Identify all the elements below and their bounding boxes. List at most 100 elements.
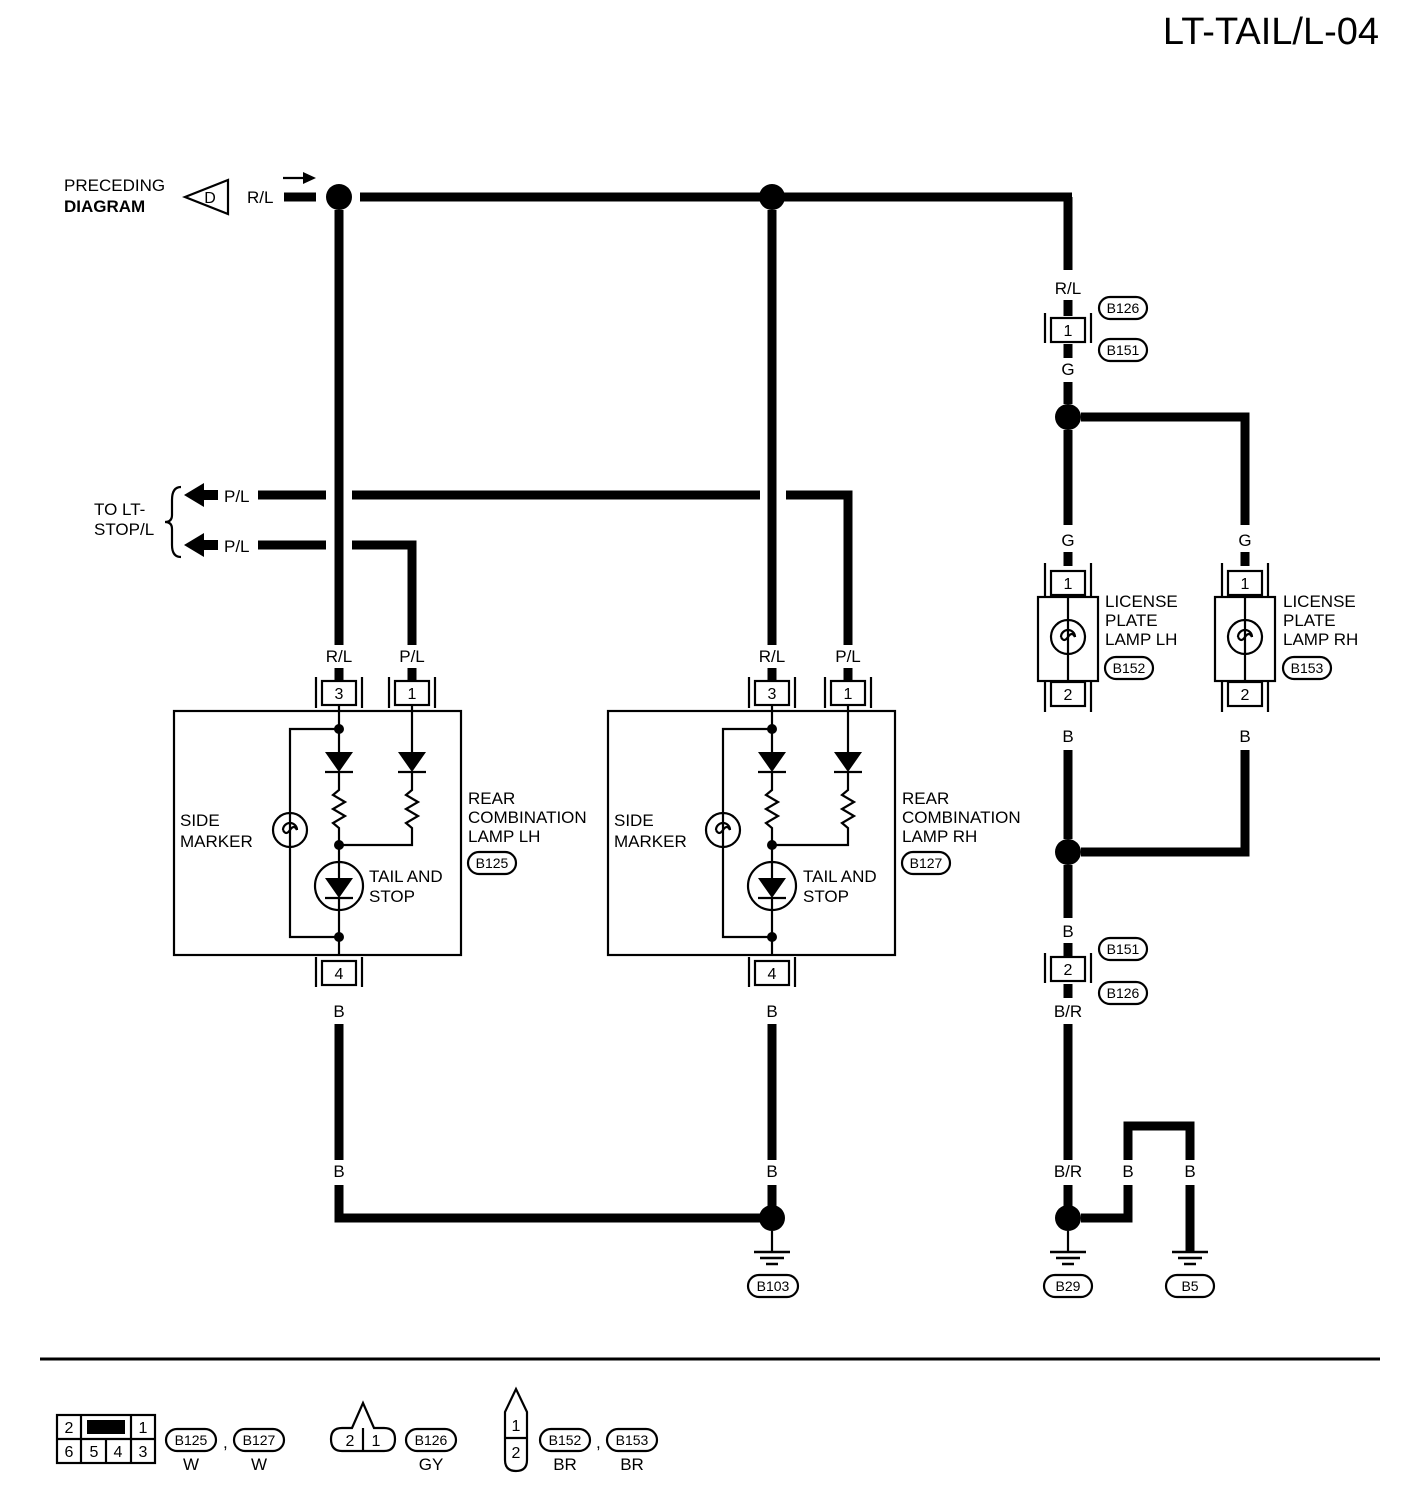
license-plate-branch: R/L 1 B126 B151 G G 1 2 B LICENSE PLATE … [1036, 279, 1358, 1206]
pin-number: 4 [768, 966, 777, 983]
side-marker-label-2: MARKER [180, 832, 253, 851]
side-marker-bulb-icon [704, 811, 742, 849]
to-stop-label-2: STOP/L [94, 520, 154, 539]
pin-number: 2 [1064, 687, 1073, 704]
connector-legend: 2 1 6 5 4 3 B125 , B127 W W 2 1 B126 GY … [55, 1386, 659, 1474]
preceding-label-1: PRECEDING [64, 176, 165, 195]
wire-label-preceding: R/L [247, 188, 273, 207]
wire-label: B [1062, 727, 1073, 746]
connector-id: B151 [1107, 342, 1140, 358]
pin-number: 2 [1064, 962, 1073, 979]
wire-label-pl-2: P/L [224, 537, 250, 556]
pin-number: 1 [408, 686, 417, 703]
connector-color: W [183, 1455, 199, 1474]
lamp-housing [172, 709, 463, 957]
pin-number: 2 [346, 1433, 355, 1450]
wire-label: B [766, 1162, 777, 1181]
lamp-name-3: LAMP LH [468, 827, 540, 846]
tail-stop-label-1: TAIL AND [803, 867, 877, 886]
splice-point [759, 184, 785, 210]
wire-label: R/L [1055, 279, 1081, 298]
tail-stop-label-2: STOP [803, 887, 849, 906]
arrow-left-icon [184, 483, 204, 507]
plate-lamp-name-1: LICENSE [1105, 592, 1178, 611]
wire-label: P/L [399, 647, 425, 666]
side-marker-bulb-icon [271, 811, 309, 849]
top-power-wire [284, 184, 1073, 270]
bulb-icon [1049, 618, 1087, 656]
diode-icon [325, 752, 353, 772]
connector-id: B127 [910, 855, 943, 871]
pin-number: 3 [335, 686, 344, 703]
wire-label: R/L [326, 647, 352, 666]
connector-d-icon [182, 178, 230, 216]
pin-number: 2 [1241, 687, 1250, 704]
side-marker-label-2: MARKER [614, 832, 687, 851]
connector-id-badge [466, 850, 518, 876]
bulb-icon [1226, 618, 1264, 656]
wire-label: P/L [835, 647, 861, 666]
to-stop-ref: TO LT- STOP/L P/L P/L [94, 483, 250, 559]
side-marker-label-1: SIDE [614, 811, 654, 830]
ground-id: B103 [757, 1278, 790, 1294]
pin-number: 1 [1064, 323, 1073, 340]
splice-point [326, 184, 352, 210]
splice-point [1055, 404, 1081, 430]
lamp-name-1: REAR [902, 789, 949, 808]
connector-id: B127 [243, 1432, 276, 1448]
arrow-left-icon [184, 533, 204, 557]
pin-number: 1 [844, 686, 853, 703]
pin-number: 1 [512, 1418, 521, 1435]
wire-label: B [766, 1002, 777, 1021]
wire-label-pl-1: P/L [224, 487, 250, 506]
diode-icon [398, 752, 426, 772]
connector-id-badge [900, 850, 952, 876]
wire-label: B [1239, 727, 1250, 746]
splice-point [1055, 839, 1081, 865]
pin-number: 5 [90, 1444, 99, 1461]
pin-number: 1 [372, 1433, 381, 1450]
lamp-name-1: REAR [468, 789, 515, 808]
wire-label: B [1184, 1162, 1195, 1181]
wire-label: B [1062, 922, 1073, 941]
rear-combination-lamp-rh: R/L P/L 3 1 SIDE MARKER TAIL AND [606, 647, 1021, 1206]
stop-signal-wires [258, 490, 853, 645]
pin-number: 2 [65, 1420, 74, 1437]
wire-label: G [1238, 531, 1251, 550]
ground-b103: B103 [746, 1205, 800, 1299]
connector-id: B153 [1291, 660, 1324, 676]
plate-lamp-name-2: PLATE [1283, 611, 1336, 630]
connector-id: B153 [616, 1432, 649, 1448]
connector-id: B152 [549, 1432, 582, 1448]
plate-lamp-name-1: LICENSE [1283, 592, 1356, 611]
preceding-diagram-ref: PRECEDING DIAGRAM D R/L [64, 172, 316, 216]
plate-lamp-name-3: LAMP RH [1283, 630, 1358, 649]
rear-combination-lamp-lh: R/L P/L 3 1 SIDE MARKER TAIL AND [172, 647, 760, 1223]
pin-number: 2 [512, 1445, 521, 1462]
resistor-icon [763, 772, 781, 845]
connector-2pin-icon [329, 1400, 397, 1453]
connector-2pin-vertical-icon [503, 1386, 529, 1473]
wire-label: R/L [759, 647, 785, 666]
connector-id: B126 [1107, 985, 1140, 1001]
pin-number: 4 [335, 966, 344, 983]
resistor-icon [330, 772, 348, 845]
connector-color: GY [419, 1455, 444, 1474]
lamp-name-3: LAMP RH [902, 827, 977, 846]
plate-lamp-name-3: LAMP LH [1105, 630, 1177, 649]
connector-color: BR [553, 1455, 577, 1474]
connector-color: BR [620, 1455, 644, 1474]
lamp-name-2: COMBINATION [468, 808, 587, 827]
wire-label: B [333, 1162, 344, 1181]
diode-icon [834, 752, 862, 772]
connector-d-letter: D [204, 190, 216, 207]
wire-label: B/R [1054, 1162, 1082, 1181]
connector-id: B126 [415, 1432, 448, 1448]
arrow-right-head-icon [303, 172, 316, 184]
separator: , [596, 1433, 601, 1452]
lamp-name-2: COMBINATION [902, 808, 1021, 827]
to-stop-label-1: TO LT- [94, 500, 145, 519]
pin-number: 3 [768, 686, 777, 703]
connector-id: B151 [1107, 941, 1140, 957]
